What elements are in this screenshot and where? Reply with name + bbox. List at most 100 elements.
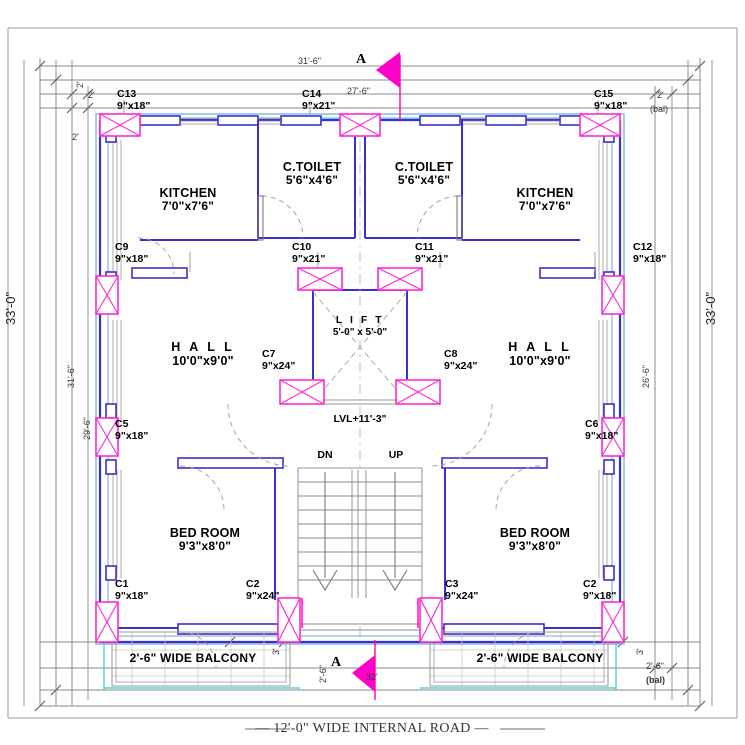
dim-bal-note-top-right: (bal) [650, 104, 669, 114]
column-size: 9"x21" [302, 100, 336, 113]
column-size: 9"x21" [415, 253, 449, 266]
room-size: 5'6"x4'6" [285, 173, 339, 187]
column-id: C14 [302, 88, 322, 100]
hall-size: 10'0"x9'0" [172, 354, 234, 368]
column-tag-c14: C14 9"x21" [302, 88, 335, 112]
hall-left: H A L L 10'0"x9'0" [171, 340, 235, 368]
column-size: 9"x18" [594, 100, 628, 113]
room-label: KITCHEN [159, 186, 217, 200]
hall-size: 10'0"x9'0" [509, 354, 571, 368]
column-size: 9"x24" [444, 360, 478, 373]
dim-left-outer: 33'-0" [3, 291, 18, 325]
column-id: C6 [585, 418, 599, 430]
room-label: KITCHEN [516, 186, 574, 200]
column-tag-c2-right: C2 9"x18" [583, 578, 616, 602]
level-note: LVL+11'-3" [333, 413, 387, 425]
column-tag-c5: C5 9"x18" [115, 418, 148, 442]
stair-rails [301, 598, 419, 628]
room-kitchen-right: KITCHEN 7'0"x7'6" [517, 186, 574, 213]
room-size: 9'3"x8'0" [508, 539, 562, 553]
column-id: C12 [633, 241, 653, 253]
internal-road-label: — 12'-0" WIDE INTERNAL ROAD — [255, 721, 489, 736]
dim-bottom-overall: 32' [366, 672, 378, 682]
balcony-label-left: 2'-6" WIDE BALCONY [129, 651, 257, 665]
dim-three-feet-left: 3' [271, 648, 281, 655]
room-ctoilet-left: C.TOILET 5'6"x4'6" [283, 160, 341, 187]
column-tag-c11: C11 9"x21" [415, 241, 448, 265]
column-id: C15 [594, 88, 614, 100]
dim-two-six-right: 2'-6" [646, 661, 664, 671]
column-id: C11 [415, 241, 434, 253]
dim-two-feet-top: 2' [88, 90, 95, 100]
stair-arrow-up [382, 472, 408, 592]
dim-two-feet-vertical: 2' [75, 81, 85, 88]
column-size: 9"x18" [583, 590, 617, 603]
column-id: C7 [262, 348, 276, 360]
top-window-glazing [180, 117, 560, 125]
dim-bal-note-bottom-right: (bal) [646, 675, 665, 685]
column-tag-c2-left: C2 9"x24" [246, 578, 279, 602]
dim-two-feet-left: 2' [72, 132, 79, 142]
column-id: C3 [445, 578, 459, 590]
room-size: 7'0"x7'6" [161, 199, 215, 213]
column-size: 9"x18" [115, 253, 149, 266]
sheet-border [7, 27, 738, 719]
stair-dn-label: DN [317, 449, 333, 461]
room-bedroom-right: BED ROOM 9'3"x8'0" [500, 526, 570, 553]
column-tag-c7: C7 9"x24" [262, 348, 295, 372]
room-ctoilet-right: C.TOILET 5'6"x4'6" [395, 160, 453, 187]
door-leafs [257, 195, 463, 241]
balcony-label-right: 2'-6" WIDE BALCONY [476, 651, 604, 665]
left-windows [112, 140, 122, 578]
dim-three-feet-right: 3' [635, 648, 645, 655]
lift-block: L I F T 5'-0" x 5'-0" [332, 314, 388, 338]
lift-label: L I F T [335, 314, 385, 326]
room-bedroom-left: BED ROOM 9'3"x8'0" [170, 526, 240, 553]
column-tag-c12: C12 9"x18" [633, 241, 666, 265]
column-size: 9"x24" [445, 590, 479, 603]
balcony-left [111, 631, 291, 687]
room-label: C.TOILET [394, 160, 454, 174]
column-size: 9"x18" [117, 100, 151, 113]
section-arrow-bottom [352, 655, 375, 692]
stair-up-label: UP [388, 449, 404, 461]
column-hatch [95, 113, 625, 643]
room-size: 5'6"x4'6" [397, 173, 451, 187]
column-id: C10 [292, 241, 312, 253]
hall-label: H A L L [508, 340, 572, 354]
column-tag-c1: C1 9"x18" [115, 578, 148, 602]
room-kitchen-left: KITCHEN 7'0"x7'6" [160, 186, 217, 213]
balcony-right [429, 631, 609, 687]
room-label: BED ROOM [499, 526, 571, 540]
section-marker-top: A [356, 52, 367, 67]
column-id: C5 [115, 418, 129, 430]
column-tag-c13: C13 9"x18" [117, 88, 150, 112]
column-tag-c8: C8 9"x24" [444, 348, 477, 372]
dim-two-feet-right: 2' [657, 90, 664, 100]
column-size: 9"x18" [115, 590, 149, 603]
column-id: C9 [115, 241, 129, 253]
column-size: 9"x24" [246, 590, 280, 603]
column-tag-c6: C6 9"x18" [585, 418, 618, 442]
stair-arrow-dn [312, 472, 338, 592]
dim-right-inner: 26'-6" [641, 365, 651, 388]
dim-left-inner: 29'-6" [82, 417, 92, 440]
stair-landing [300, 623, 420, 631]
column-size: 9"x24" [262, 360, 296, 373]
column-tag-c15: C15 9"x18" [594, 88, 627, 112]
column-id: C13 [117, 88, 137, 100]
hall-label: H A L L [171, 340, 235, 354]
section-arrow-top [376, 52, 400, 88]
room-label: C.TOILET [282, 160, 342, 174]
dim-right-outer: 33'-0" [703, 291, 718, 325]
dimension-lines-sides [23, 60, 713, 706]
column-size: 9"x18" [585, 430, 619, 443]
lift-size: 5'-0" x 5'-0" [332, 326, 388, 338]
column-leaders [123, 100, 599, 272]
dim-top-inner: 27'-6" [347, 86, 370, 96]
room-size: 9'3"x8'0" [178, 539, 232, 553]
hall-right: H A L L 10'0"x9'0" [508, 340, 572, 368]
column-id: C8 [444, 348, 458, 360]
